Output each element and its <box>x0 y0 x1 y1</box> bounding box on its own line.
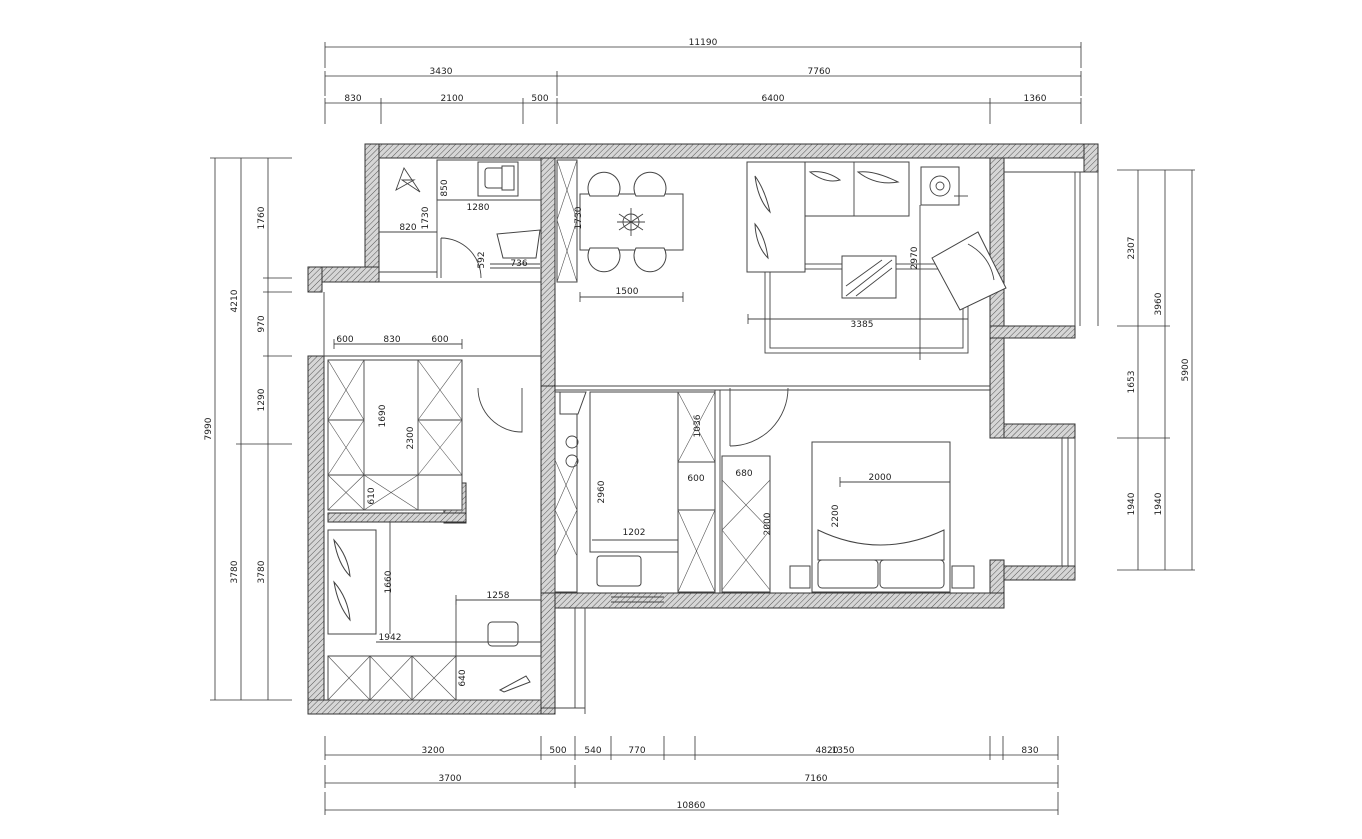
dim-top-830: 830 <box>344 94 361 104</box>
living-area <box>746 161 1007 360</box>
dining-area <box>556 159 684 302</box>
dim-right-1653: 1653 <box>1127 371 1137 394</box>
label-wardrobe-1690: 1690 <box>378 404 388 427</box>
dim-top-6400: 6400 <box>762 94 785 104</box>
dim-top-2100: 2100 <box>441 94 464 104</box>
dim-left-970: 970 <box>257 315 267 332</box>
dim-right-1940b: 1940 <box>1154 492 1164 515</box>
dim-right-3960: 3960 <box>1154 292 1164 315</box>
bedroom-area <box>721 441 975 593</box>
label-wardrobe-830: 830 <box>383 335 400 345</box>
label-study-640: 640 <box>458 669 468 686</box>
label-wardrobe-610: 610 <box>367 487 377 504</box>
dim-left-overall: 7990 <box>204 417 214 440</box>
dim-bottom-1350: 1350 <box>832 746 855 756</box>
dim-bottom-7160: 7160 <box>805 774 828 784</box>
dim-top-3430: 3430 <box>430 67 453 77</box>
label-study-1660: 1660 <box>384 570 394 593</box>
label-living-3385: 3385 <box>851 320 874 330</box>
dim-bottom-830: 830 <box>1021 746 1038 756</box>
dim-top-1360: 1360 <box>1024 94 1047 104</box>
dim-bottom-3200: 3200 <box>422 746 445 756</box>
dim-top-500: 500 <box>531 94 548 104</box>
right-dimensions: 2307 1653 1940 3960 1940 5900 <box>1117 169 1195 571</box>
label-wardrobe-600a: 600 <box>336 335 353 345</box>
dim-bottom-3700: 3700 <box>439 774 462 784</box>
bottom-dimensions: 3200 500 540 770 4820 1350 830 3700 7160… <box>324 736 1059 815</box>
dim-bottom-770: 770 <box>628 746 645 756</box>
dim-right-2307: 2307 <box>1127 237 1137 260</box>
label-bath-850: 850 <box>440 179 450 196</box>
label-bed-680: 680 <box>735 469 752 479</box>
label-dining-1730: 1730 <box>574 206 584 229</box>
top-dimensions: 11190 3430 7760 830 2100 500 6400 1360 <box>324 38 1082 124</box>
dim-left-4210: 4210 <box>230 289 240 312</box>
label-bed-2200: 2200 <box>831 504 841 527</box>
label-kitchen-1202: 1202 <box>623 528 646 538</box>
dim-bottom-500: 500 <box>549 746 566 756</box>
label-bed-2000v: 2000 <box>763 512 773 535</box>
label-kitchen-1036: 1036 <box>693 414 703 437</box>
study-area <box>327 522 542 701</box>
label-bath-820: 820 <box>399 223 416 233</box>
dim-top-7760: 7760 <box>808 67 831 77</box>
dim-bottom-540: 540 <box>584 746 601 756</box>
left-dimensions: 7990 4210 3780 1760 970 1290 3780 <box>204 157 292 701</box>
dim-top-overall: 11190 <box>689 38 718 48</box>
kitchen-area <box>554 391 716 593</box>
label-bed-2000h: 2000 <box>869 473 892 483</box>
room-labels: 850 1280 1730 820 736 592 1730 1500 2970… <box>336 179 920 686</box>
dim-left-1760: 1760 <box>257 206 267 229</box>
dim-left-3780a: 3780 <box>230 560 240 583</box>
dim-right-overall: 5900 <box>1181 358 1191 381</box>
dim-left-1290: 1290 <box>257 388 267 411</box>
doors <box>440 237 789 447</box>
label-wardrobe-2300: 2300 <box>406 426 416 449</box>
bathroom-fixtures <box>379 159 542 278</box>
label-study-1258: 1258 <box>487 591 510 601</box>
label-study-1942: 1942 <box>379 633 402 643</box>
wardrobe <box>327 339 463 511</box>
dim-right-1940a: 1940 <box>1127 492 1137 515</box>
label-kitchen-600: 600 <box>687 474 704 484</box>
label-bath-592: 592 <box>477 251 487 268</box>
label-dining-1500: 1500 <box>616 287 639 297</box>
label-bath-736: 736 <box>510 259 527 269</box>
dim-bottom-overall: 10860 <box>677 801 706 811</box>
label-kitchen-2960: 2960 <box>597 480 607 503</box>
label-bath-1730: 1730 <box>421 206 431 229</box>
label-bath-1280: 1280 <box>467 203 490 213</box>
label-wardrobe-600b: 600 <box>431 335 448 345</box>
dim-bottom-4820: 4820 <box>816 746 839 756</box>
label-living-2970: 2970 <box>910 246 920 269</box>
dim-left-3780b: 3780 <box>257 560 267 583</box>
